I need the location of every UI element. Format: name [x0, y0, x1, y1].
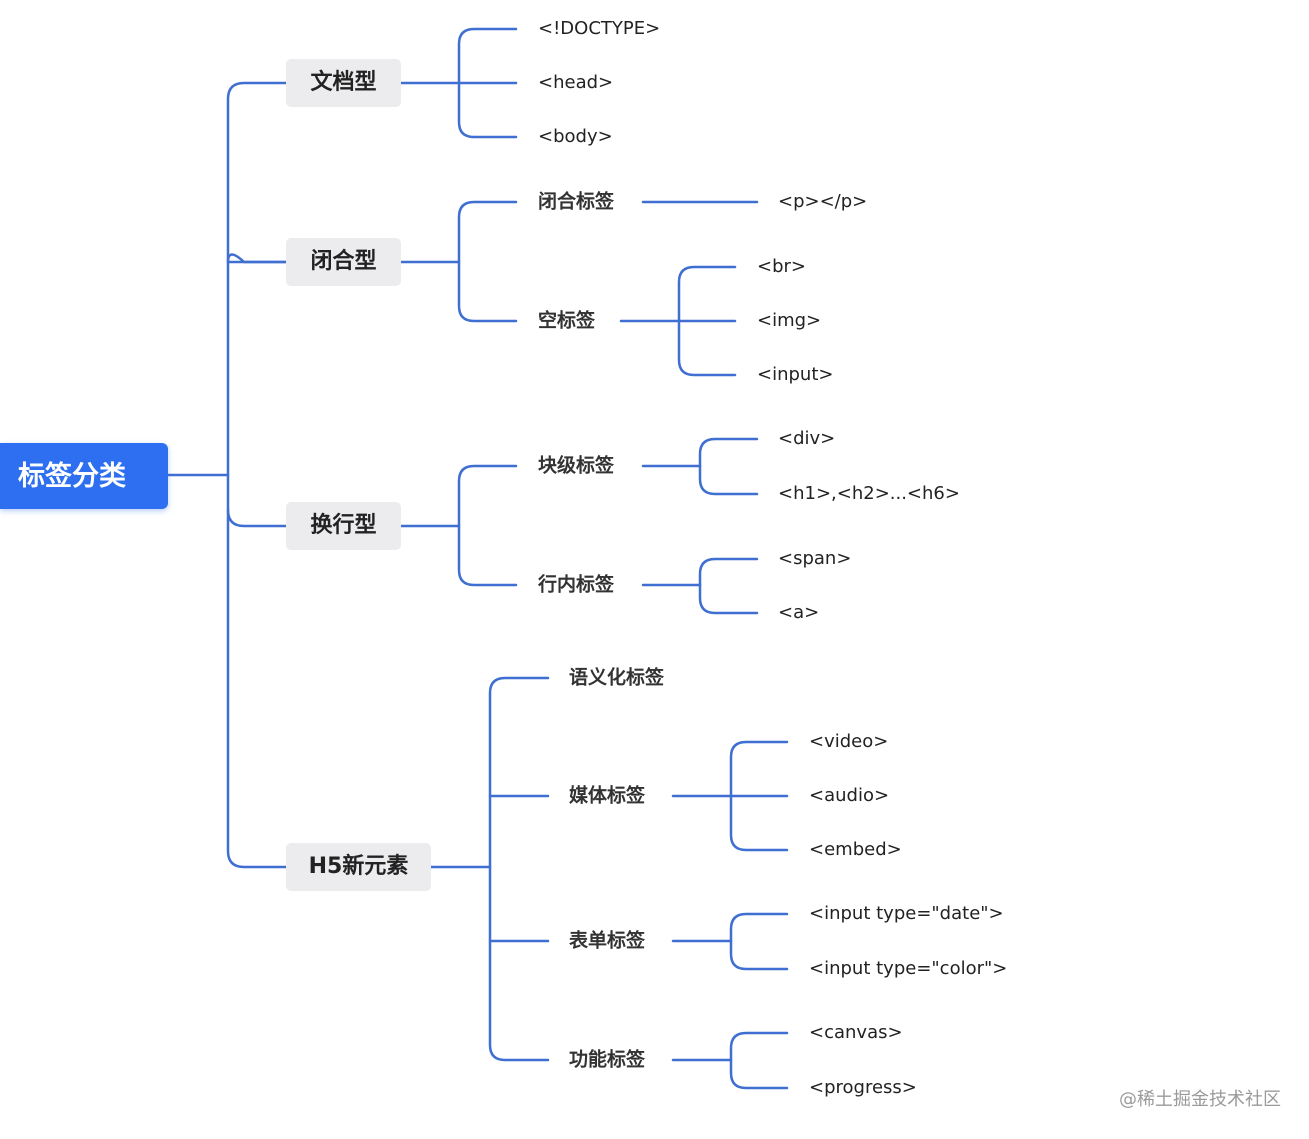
leaf-audio[interactable]: <audio>	[809, 785, 890, 806]
connector-inline-bracket	[698, 557, 759, 615]
connector-line-h	[226, 508, 288, 528]
category-closed[interactable]: 闭合型	[286, 238, 401, 286]
sub-inline-tag[interactable]: 行内标签	[538, 573, 615, 596]
leaf-a[interactable]: <a>	[778, 602, 820, 623]
leaf-embed[interactable]: <embed>	[809, 839, 902, 860]
leaf-p[interactable]: <p></p>	[778, 191, 868, 212]
leaf-span[interactable]: <span>	[778, 548, 852, 569]
connector-empty-bracket	[677, 265, 737, 377]
leaf-div[interactable]: <div>	[778, 428, 836, 449]
connector-media-bracket	[729, 740, 789, 852]
watermark-text: @稀土掘金技术社区	[1119, 1089, 1281, 1110]
leaf-progress[interactable]: <progress>	[809, 1077, 917, 1098]
connector-h5-bracket	[488, 676, 550, 1062]
sub-block-tag[interactable]: 块级标签	[538, 454, 615, 477]
leaf-canvas[interactable]: <canvas>	[809, 1022, 903, 1043]
category-h5[interactable]: H5新元素	[286, 843, 431, 891]
leaf-img[interactable]: <img>	[757, 310, 822, 331]
connector-form-bracket	[729, 912, 789, 971]
category-line[interactable]: 换行型	[286, 502, 401, 550]
connector-doc-bracket	[457, 27, 518, 139]
sub-empty-tag[interactable]: 空标签	[538, 309, 596, 332]
root-node[interactable]: 标签分类	[0, 443, 168, 509]
leaf-body[interactable]: <body>	[538, 126, 613, 147]
leaf-doctype[interactable]: <!DOCTYPE>	[538, 18, 661, 39]
leaf-input[interactable]: <input>	[757, 364, 834, 385]
sub-form-tag[interactable]: 表单标签	[569, 929, 646, 952]
leaf-input-date[interactable]: <input type="date">	[809, 903, 1004, 924]
category-doc[interactable]: 文档型	[286, 59, 401, 107]
leaf-headings[interactable]: <h1>,<h2>...<h6>	[778, 483, 960, 504]
sub-media-tag[interactable]: 媒体标签	[569, 784, 646, 807]
connector-func-bracket	[729, 1031, 789, 1090]
connector-block-bracket	[698, 437, 759, 496]
sub-func-tag[interactable]: 功能标签	[569, 1048, 646, 1071]
connector-closed-bracket	[457, 200, 518, 323]
sub-semantic-tag[interactable]: 语义化标签	[569, 666, 665, 689]
connector-line-bracket	[457, 464, 518, 587]
leaf-input-color[interactable]: <input type="color">	[809, 958, 1008, 979]
leaf-video[interactable]: <video>	[809, 731, 889, 752]
connector-trunk	[226, 81, 288, 869]
leaf-br[interactable]: <br>	[757, 256, 806, 277]
sub-closed-tag[interactable]: 闭合标签	[538, 190, 615, 213]
leaf-head[interactable]: <head>	[538, 72, 614, 93]
